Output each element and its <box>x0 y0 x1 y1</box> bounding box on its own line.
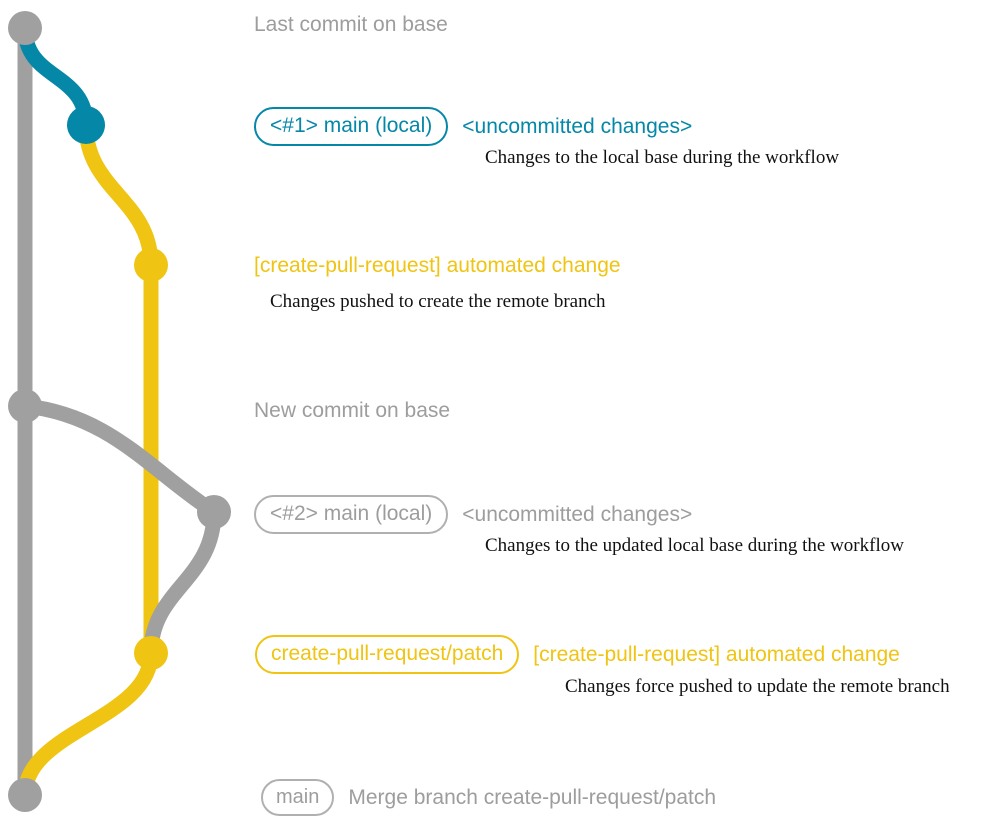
local-1-subtext: Changes to the local base during the wor… <box>485 147 840 168</box>
last-commit-headline: Last commit on base <box>254 13 448 36</box>
row-last-commit: Last commit on base <box>254 12 448 38</box>
branch-pill-create-pull-request-patch[interactable]: create-pull-request/patch <box>255 635 520 674</box>
local-2-headline: <uncommitted changes> <box>462 502 693 526</box>
row-automated-change-2: create-pull-request/patch [create-pull-r… <box>255 635 900 674</box>
row-local-commit-1: <#1> main (local) <uncommitted changes> <box>254 107 692 146</box>
commit-node-base-2[interactable] <box>8 389 42 423</box>
branch-pill-main-local-1[interactable]: <#1> main (local) <box>254 107 449 146</box>
edge-local2-to-patch2 <box>143 504 222 661</box>
edge-local1-to-patch1 <box>78 117 159 273</box>
row-local-commit-1-subtext: Changes to the local base during the wor… <box>485 146 839 169</box>
branch-pill-main-local-2[interactable]: <#2> main (local) <box>254 495 449 534</box>
commit-node-patch-2[interactable] <box>134 636 168 670</box>
automated-2-subtext: Changes force pushed to update the remot… <box>565 676 950 697</box>
commit-node-base-1[interactable] <box>8 11 42 45</box>
row-automated-change-2-subtext: Changes force pushed to update the remot… <box>565 675 950 698</box>
branch-pill-main[interactable]: main <box>261 779 335 816</box>
row-merge-commit: main Merge branch create-pull-request/pa… <box>261 779 716 816</box>
automated-1-headline: [create-pull-request] automated change <box>254 254 621 277</box>
commit-node-local-1[interactable] <box>67 106 105 144</box>
edge-base-to-local2 <box>17 398 222 520</box>
local-1-headline: <uncommitted changes> <box>462 114 693 138</box>
row-new-commit: New commit on base <box>254 398 450 424</box>
edge-patch2-to-merge <box>17 645 159 803</box>
automated-2-headline: [create-pull-request] automated change <box>533 642 900 666</box>
commit-node-patch-1[interactable] <box>134 248 168 282</box>
edge-base-to-local1 <box>17 20 94 133</box>
local-2-subtext: Changes to the updated local base during… <box>485 535 904 556</box>
row-local-commit-2-subtext: Changes to the updated local base during… <box>485 534 904 557</box>
automated-1-subtext: Changes pushed to create the remote bran… <box>270 291 606 312</box>
row-automated-change-1-subtext: Changes pushed to create the remote bran… <box>270 290 606 313</box>
merge-headline: Merge branch create-pull-request/patch <box>348 785 717 809</box>
commit-node-merge[interactable] <box>8 778 42 812</box>
commit-node-local-2[interactable] <box>197 495 231 529</box>
row-automated-change-1: [create-pull-request] automated change <box>254 253 621 279</box>
new-commit-headline: New commit on base <box>254 399 451 422</box>
row-local-commit-2: <#2> main (local) <uncommitted changes> <box>254 495 692 534</box>
